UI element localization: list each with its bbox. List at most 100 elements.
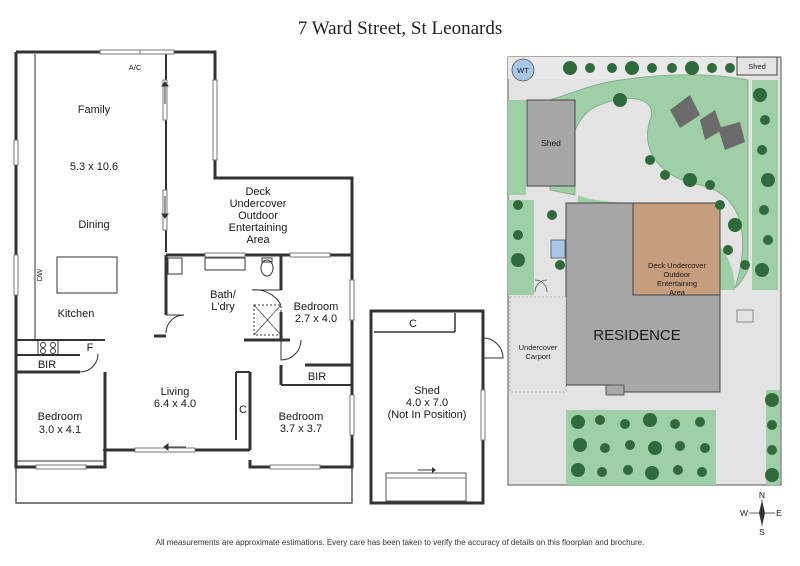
shed-name: Shed — [414, 385, 440, 397]
shrub-icon — [597, 467, 607, 477]
shrub-icon — [563, 61, 577, 75]
carport-line1: Undercover — [519, 343, 558, 352]
bedroom2-dims: 2.7 x 4.0 — [295, 313, 337, 325]
compass-s: S — [759, 527, 765, 537]
shrub-icon — [620, 419, 630, 429]
bedroom3-name: Bedroom — [279, 411, 324, 423]
wt-label: WT — [517, 66, 529, 75]
shrub-icon — [707, 63, 717, 73]
shrub-icon — [767, 420, 777, 430]
shrub-icon — [740, 260, 750, 270]
shrub-icon — [725, 63, 735, 73]
shrub-icon — [685, 61, 699, 75]
living-name: Living — [161, 386, 190, 398]
shrub-icon — [759, 205, 769, 215]
shrub-icon — [673, 465, 683, 475]
floorplan-doors — [79, 289, 302, 451]
toilet-icon — [260, 259, 274, 277]
vanity — [204, 257, 246, 271]
shed-plan: C Shed 4.0 x 7.0 (Not In Position) — [369, 309, 504, 505]
floorplan-outer-wall — [16, 50, 354, 255]
kitchen-island — [56, 256, 118, 294]
residence-label: RESIDENCE — [593, 327, 681, 344]
shrub-icon — [670, 419, 680, 429]
shrub-icon — [765, 468, 779, 482]
bedroom1-dims: 3.0 x 4.1 — [39, 424, 81, 436]
shrub-icon — [647, 63, 657, 73]
shrubs — [511, 61, 779, 482]
deck-line4: Entertaining — [229, 222, 288, 234]
site-deck — [632, 202, 721, 296]
shrub-icon — [571, 463, 585, 477]
shrub-icon — [667, 63, 677, 73]
shrub-icon — [513, 230, 523, 240]
bir-left-label: BIR — [38, 359, 56, 371]
shrub-icon — [723, 245, 733, 255]
shrub-icon — [761, 173, 775, 187]
shrub-icon — [513, 200, 523, 210]
floorplan-fixtures — [37, 256, 282, 356]
shrub-icon — [573, 438, 587, 452]
compass-e: E — [776, 508, 782, 518]
shower — [253, 304, 282, 336]
door-ldry — [251, 289, 282, 306]
carport — [509, 296, 567, 393]
water-tank-icon — [511, 58, 535, 82]
shrub-icon — [675, 441, 685, 451]
floorplan-windows — [13, 49, 355, 470]
kitchen-label: Kitchen — [58, 308, 95, 320]
deck-line1: Deck — [245, 186, 271, 198]
shrub-icon — [660, 170, 670, 180]
lawn-front — [566, 410, 716, 485]
deck-line3: Outdoor — [238, 210, 278, 222]
shrub-icon — [511, 253, 525, 267]
shrub-icon — [715, 200, 725, 210]
shrub-icon — [700, 443, 710, 453]
ac-label: A/C — [129, 63, 142, 72]
shrub-icon — [571, 415, 585, 429]
compass-icon: N S E W — [740, 490, 782, 537]
shrub-icon — [643, 413, 657, 427]
shrub-icon — [623, 465, 633, 475]
shrub-icon — [648, 441, 662, 455]
shrub-icon — [645, 466, 659, 480]
disclaimer-footer: All measurements are approximate estimat… — [155, 538, 645, 547]
carport-line2: Carport — [525, 352, 551, 361]
shed-dims: 4.0 x 7.0 — [406, 397, 448, 409]
site-deck-line2: Outdoor — [663, 270, 691, 279]
bedroom3-dims: 3.7 x 3.7 — [280, 423, 322, 435]
siteplan — [507, 56, 782, 486]
cooktop — [37, 339, 59, 356]
door-bed2 — [280, 339, 302, 361]
shrub-icon — [695, 417, 705, 427]
site-shed-left-label: Shed — [541, 138, 561, 148]
shrub-icon — [765, 393, 779, 407]
shrub-icon — [767, 445, 777, 455]
shrub-icon — [705, 180, 715, 190]
compass-n: N — [759, 490, 765, 500]
shrub-icon — [697, 467, 707, 477]
shrub-icon — [728, 218, 742, 232]
shrub-icon — [645, 155, 655, 165]
shrub-icon — [585, 63, 595, 73]
siteplan-labels: WT Shed Shed Deck Undercover Outdoor Ent… — [517, 62, 766, 361]
shrub-icon — [600, 443, 610, 453]
shed-cupboard-label: C — [409, 318, 417, 330]
family-dims: 5.3 x 10.6 — [70, 161, 118, 173]
site-shed-left — [526, 99, 576, 187]
floorplan-labels: A/C Family 5.3 x 10.6 Dining DW Kitchen … — [35, 63, 338, 436]
deck-line2: Undercover — [230, 198, 287, 210]
bedroom1-name: Bedroom — [38, 411, 83, 423]
site-deck-line4: Area — [669, 288, 686, 297]
cupboard-label: C — [239, 404, 247, 416]
shrub-icon — [683, 173, 697, 187]
living-dims: 6.4 x 4.0 — [154, 398, 196, 410]
dining-label: Dining — [78, 219, 109, 231]
shrub-icon — [753, 88, 767, 102]
family-label: Family — [78, 104, 111, 116]
shrub-icon — [757, 145, 767, 155]
shrub-icon — [555, 260, 565, 270]
site-shed-top-label: Shed — [748, 62, 766, 71]
fridge-label: F — [87, 342, 94, 354]
lawn-rear — [549, 74, 749, 289]
